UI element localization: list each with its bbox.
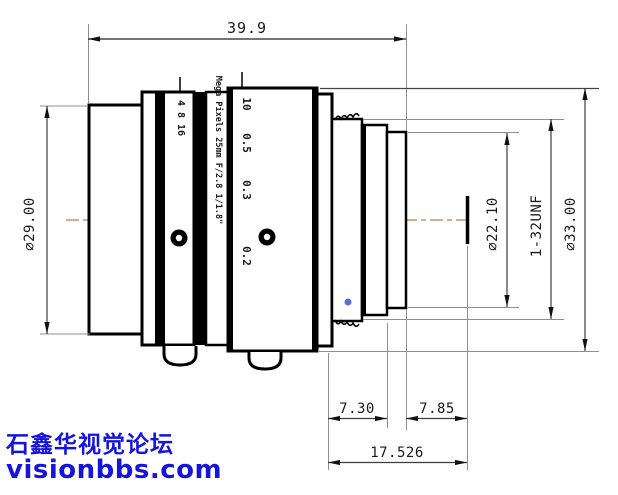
focus-scale-05: 0.5 (240, 133, 253, 153)
watermark-forum-name: 石鑫华视觉论坛 (6, 432, 174, 458)
thread-crests-top (334, 112, 360, 121)
dim-rear-step-diameter: ∅22.10 (485, 197, 501, 251)
mount-step-ring (315, 92, 334, 348)
focus-ring-left-band (229, 89, 233, 350)
ring-divider-band (194, 92, 206, 345)
focus-ring-right-band (312, 88, 318, 351)
extension-lines (40, 24, 599, 470)
focus-ring (226, 86, 319, 353)
dim-flange-distance: 17.526 (370, 445, 424, 461)
dimension-texts: 39.9 ∅29.00 ∅22.10 1-32UNF ∅33.00 7.30 7… (22, 19, 579, 461)
aperture-ring (140, 90, 196, 347)
dim-mount-thread: 1-32UNF (529, 195, 545, 258)
thread-section (330, 117, 364, 323)
lens-barrel-markings: 4 8 16 Mega Pixels 25mm F/2.8 1/1.8" 10 … (175, 76, 253, 266)
rear-ring-left-band (362, 125, 366, 315)
grip-tab-left (162, 346, 198, 367)
grip-tab-right (247, 352, 283, 371)
watermark-site-url[interactable]: visionbbs.com (6, 455, 223, 486)
detail-dot (344, 298, 352, 306)
dim-front-diameter: ∅29.00 (22, 197, 38, 251)
focus-scale-03: 0.3 (240, 180, 253, 200)
focus-scale-10: 10 (240, 97, 253, 110)
rear-step (385, 130, 408, 310)
dim-rear-length: 7.85 (419, 401, 455, 417)
watermark: 石鑫华视觉论坛 visionbbs.com (6, 433, 222, 484)
dimension-arrowheads (44, 36, 588, 466)
dim-thread-length: 7.30 (339, 401, 375, 417)
set-screw-aperture (170, 229, 188, 247)
set-screw-focus (258, 228, 276, 246)
thread-crests-bottom (334, 319, 360, 328)
dim-body-diameter: ∅33.00 (563, 197, 579, 251)
aperture-scale-text: 4 8 16 (175, 100, 186, 136)
lens-body (87, 72, 408, 371)
focus-scale-02: 0.2 (240, 246, 253, 266)
lens-model-text: Mega Pixels 25mm F/2.8 1/1.8" (213, 76, 224, 224)
dim-total-length: 39.9 (227, 19, 267, 37)
front-barrel (87, 103, 144, 336)
aperture-ring-band (155, 92, 165, 345)
